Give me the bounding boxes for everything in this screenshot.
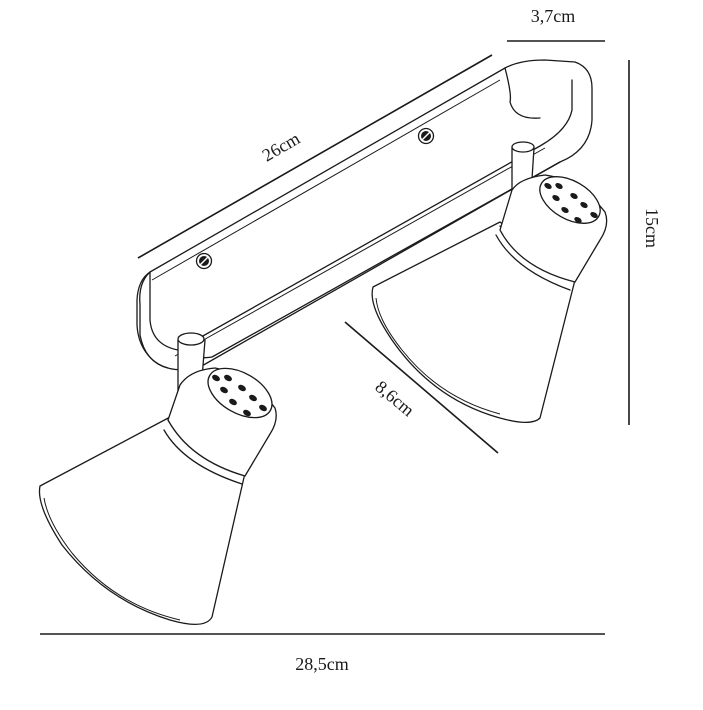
shade-label: 8,6cm [371,376,418,420]
shade-dimension-line [344,321,499,454]
screw-left-icon [195,252,213,270]
right-spotlight [371,141,608,423]
base-length-label: 26cm [259,128,304,165]
height-label: 15cm [642,208,662,248]
left-spotlight [38,332,277,625]
depth-label: 3,7cm [531,6,576,26]
base-length-dimension-line [137,54,493,259]
total-width-label: 28,5cm [295,654,349,674]
screw-right-icon [417,127,435,145]
